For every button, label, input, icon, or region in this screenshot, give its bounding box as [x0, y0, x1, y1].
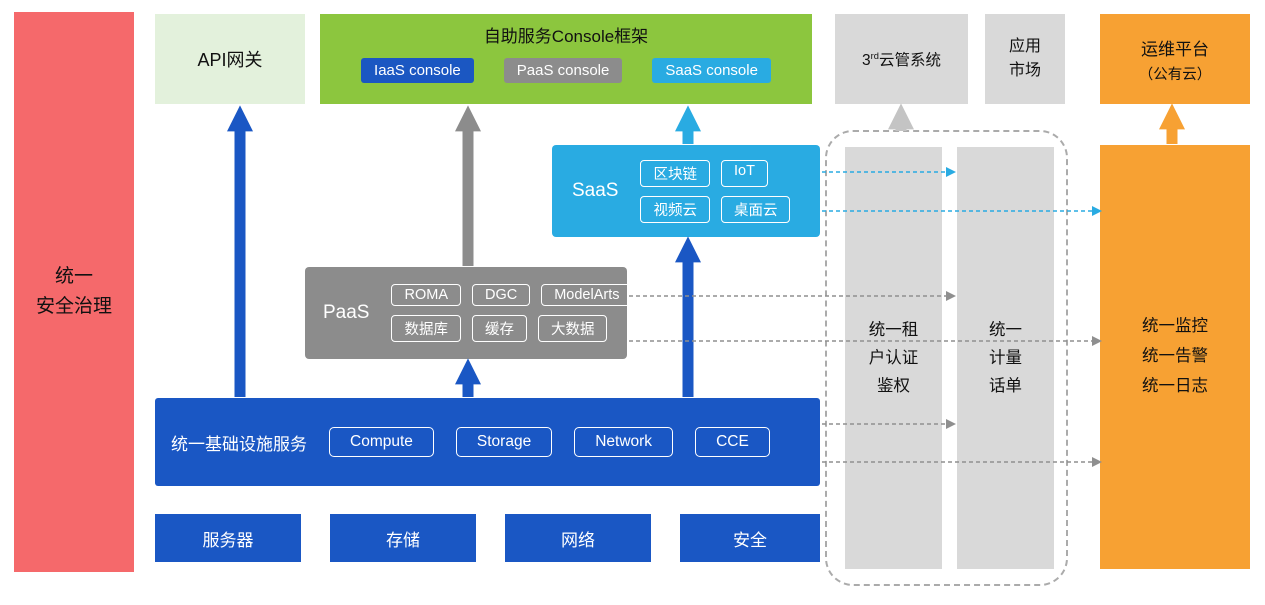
ops-platform-box: 运维平台 （公有云） — [1100, 14, 1250, 104]
hardware-box-server: 服务器 — [155, 514, 301, 562]
infra-chip-storage: Storage — [455, 427, 553, 457]
paas-console-badge: PaaS console — [503, 58, 623, 83]
metering-label: 统一 计量 话单 — [989, 320, 1022, 396]
console-button-row: IaaS console PaaS console SaaS console — [320, 58, 812, 83]
iaas-console-badge: IaaS console — [361, 58, 474, 83]
third-party-cloud-label: 3rd云管系统 — [862, 50, 941, 69]
infra-chip-cce: CCE — [695, 427, 770, 457]
saas-chip-video-cloud: 视频云 — [640, 195, 710, 223]
paas-chip-roma: ROMA — [391, 284, 461, 306]
paas-chip-dgc: DGC — [471, 284, 531, 306]
saas-stack-label: SaaS — [572, 180, 619, 201]
tenant-auth-label: 统一租 户认证 鉴权 — [868, 320, 919, 396]
third-party-cloud-box: 3rd云管系统 — [835, 14, 968, 104]
tenant-auth-bar: 统一租 户认证 鉴权 — [845, 147, 942, 569]
infrastructure-box: 统一基础设施服务 Compute Storage Network CCE — [155, 398, 820, 486]
paas-chip-database: 数据库 — [391, 315, 461, 342]
paas-chip-modelarts: ModelArts — [541, 284, 633, 306]
saas-chip-blockchain: 区块链 — [640, 159, 710, 187]
paas-chip-grid: ROMA DGC ModelArts 数据库 缓存 大数据 — [391, 284, 633, 342]
hardware-security-label: 安全 — [733, 530, 767, 550]
hardware-storage-label: 存储 — [386, 530, 420, 550]
infra-chip-network: Network — [574, 427, 674, 457]
metering-bar: 统一 计量 话单 — [957, 147, 1054, 569]
hardware-box-security: 安全 — [680, 514, 820, 562]
security-governance-label: 统一 安全治理 — [35, 265, 112, 317]
api-gateway-box: API网关 — [155, 14, 305, 104]
console-framework-box: 自助服务Console框架 IaaS console PaaS console … — [320, 14, 812, 104]
security-governance-bar: 统一 安全治理 — [14, 12, 134, 572]
infra-chip-compute: Compute — [329, 427, 434, 457]
saas-chip-desktop-cloud: 桌面云 — [720, 195, 791, 223]
app-market-box: 应用 市场 — [985, 14, 1065, 104]
monitoring-label: 统一监控 统一告警 统一日志 — [1142, 317, 1208, 395]
saas-chip-iot: IoT — [720, 159, 768, 187]
tenant-services-dashed-group — [825, 130, 1068, 586]
paas-chip-cache: 缓存 — [471, 315, 527, 342]
saas-console-badge: SaaS console — [652, 58, 771, 83]
saas-chip-grid: 区块链 IoT 视频云 桌面云 — [640, 159, 791, 223]
api-gateway-label: API网关 — [197, 50, 263, 70]
infrastructure-label: 统一基础设施服务 — [171, 434, 307, 454]
hardware-network-label: 网络 — [561, 530, 595, 550]
monitoring-bar: 统一监控 统一告警 统一日志 — [1100, 145, 1250, 569]
hardware-box-network: 网络 — [505, 514, 651, 562]
paas-stack-box: PaaS ROMA DGC ModelArts 数据库 缓存 大数据 — [305, 267, 633, 359]
paas-stack-label: PaaS — [323, 302, 370, 323]
app-market-label: 应用 市场 — [1008, 38, 1041, 79]
hardware-box-storage: 存储 — [330, 514, 476, 562]
paas-chip-bigdata: 大数据 — [537, 315, 608, 342]
ops-platform-subtitle: （公有云） — [1138, 66, 1212, 83]
ops-platform-title: 运维平台 — [1141, 39, 1209, 59]
saas-stack-box: SaaS 区块链 IoT 视频云 桌面云 — [552, 145, 820, 237]
hardware-server-label: 服务器 — [202, 530, 254, 550]
console-framework-title: 自助服务Console框架 — [483, 27, 649, 46]
